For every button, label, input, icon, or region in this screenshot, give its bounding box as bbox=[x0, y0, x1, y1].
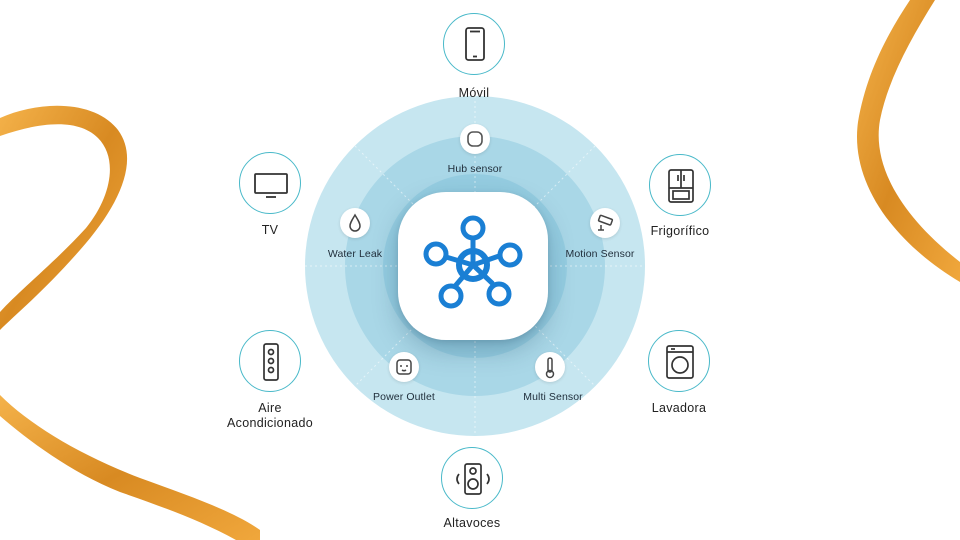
aire-acondicionado-label: Aire Acondicionado bbox=[227, 401, 313, 430]
refrigerator-icon bbox=[649, 154, 711, 216]
altavoces-label: Altavoces bbox=[443, 516, 501, 530]
tv-label: TV bbox=[261, 223, 279, 237]
power-outlet-icon bbox=[389, 352, 419, 382]
smartthings-logo-icon bbox=[423, 215, 523, 309]
thermometer-icon bbox=[535, 352, 565, 382]
washing-machine-icon bbox=[648, 330, 710, 392]
power-outlet-label: Power Outlet bbox=[373, 391, 435, 403]
water-drop-icon bbox=[340, 208, 370, 238]
gold-ribbon-right-decoration bbox=[856, 0, 960, 282]
frigorifico-label: Frigorífico bbox=[650, 224, 710, 238]
air-conditioner-icon bbox=[239, 330, 301, 392]
movil-label: Móvil bbox=[458, 86, 490, 100]
gold-ribbon-left-decoration bbox=[0, 105, 260, 540]
water-leak-label: Water Leak bbox=[327, 248, 383, 260]
hub-sensor-label: Hub sensor bbox=[447, 163, 503, 175]
motion-sensor-label: Motion Sensor bbox=[565, 248, 635, 260]
hub-sensor-icon bbox=[460, 124, 490, 154]
lavadora-label: Lavadora bbox=[651, 401, 707, 415]
smartthings-app-tile bbox=[398, 192, 548, 340]
security-camera-icon bbox=[590, 208, 620, 238]
tv-icon bbox=[239, 152, 301, 214]
speaker-icon bbox=[441, 447, 503, 509]
multi-sensor-label: Multi Sensor bbox=[523, 391, 583, 403]
smartphone-icon bbox=[443, 13, 505, 75]
